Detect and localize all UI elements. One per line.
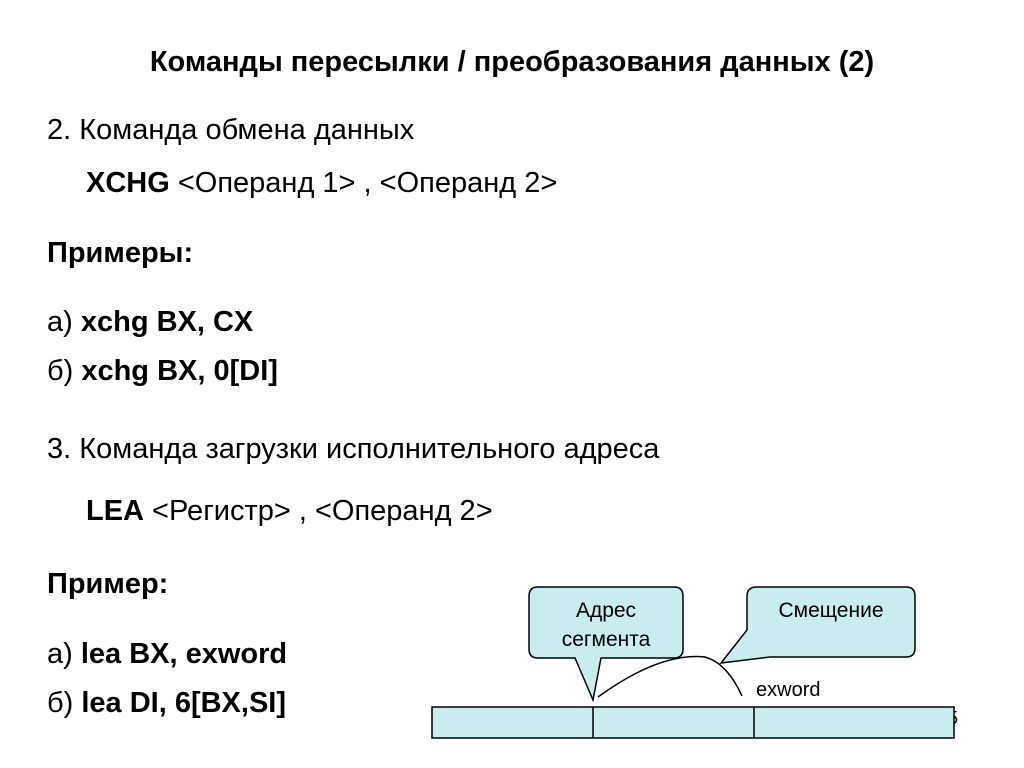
item2-heading: 2. Команда обмена данных [47, 114, 415, 146]
xchg-operands: <Операнд 1> , <Операнд 2> [169, 167, 558, 199]
examples-label: Примеры: [47, 237, 194, 269]
example-b: б) xchg BX, 0[DI] [47, 355, 278, 388]
lea-example-b: б) lea DI, 6[BX,SI] [47, 687, 286, 720]
lea-keyword: LEA [86, 495, 144, 527]
xchg-keyword: XCHG [86, 167, 170, 199]
item3-heading: 3. Команда загрузки исполнительного адре… [47, 433, 660, 465]
example-label: Пример: [47, 568, 169, 600]
offset-callout [719, 586, 916, 664]
slide-title: Команды пересылки / преобразования данны… [149, 46, 875, 78]
example-instr: lea DI, 6[BX,SI] [81, 687, 286, 719]
example-prefix: б) [47, 355, 82, 387]
example-prefix: а) [47, 306, 81, 338]
memory-bar [431, 706, 955, 739]
example-prefix: б) [47, 687, 82, 719]
lea-operands: <Регистр> , <Операнд 2> [144, 495, 493, 527]
segment-callout-line2: сегмента [562, 628, 651, 651]
offset-callout-text: Смещение [778, 599, 883, 622]
item3-syntax: LEA <Регистр> , <Операнд 2> [86, 495, 493, 528]
lea-example-a: а) lea BX, exword [47, 638, 287, 671]
segment-callout-line1: Адрес [576, 599, 636, 622]
example-prefix: а) [47, 638, 81, 670]
item2-syntax: XCHG <Операнд 1> , <Операнд 2> [86, 167, 557, 200]
offset-brace [597, 655, 743, 698]
segment-callout [528, 586, 684, 703]
example-a: а) xchg BX, CX [47, 306, 253, 339]
exword-label: exword [756, 679, 820, 701]
example-instr: xchg BX, CX [80, 306, 254, 338]
example-instr: lea BX, exword [80, 638, 288, 670]
example-instr: xchg BX, 0[DI] [81, 355, 278, 387]
